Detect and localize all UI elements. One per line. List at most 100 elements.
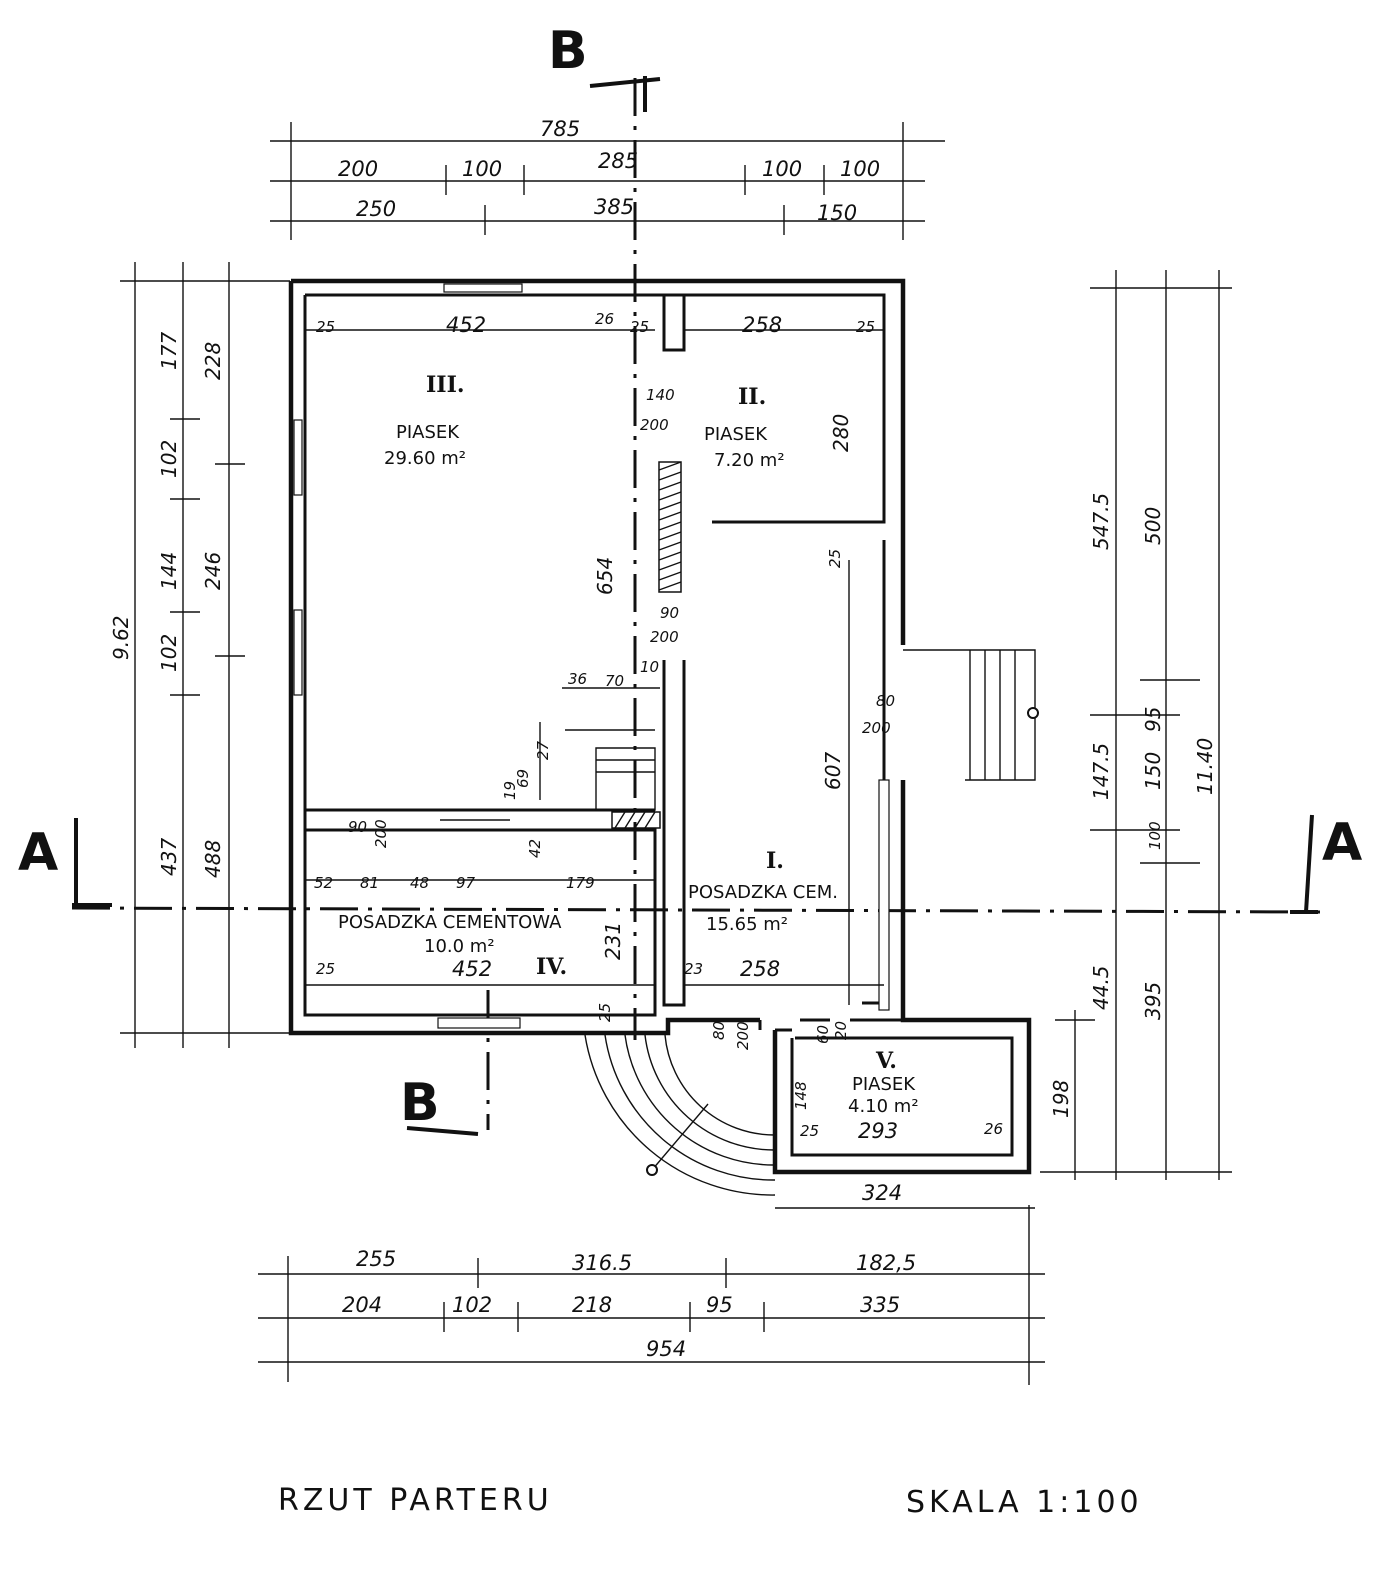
dim-top-100b: 100: [762, 157, 802, 181]
dim-left-102a: 102: [157, 440, 181, 478]
dim-bottom-255: 255: [356, 1247, 396, 1271]
section-a-right-label: A: [1322, 813, 1362, 873]
dim-in-200c: 200: [862, 719, 891, 737]
dim-in-70: 70: [605, 672, 624, 690]
dim-top-285: 285: [598, 149, 638, 173]
dim-left-144: 144: [157, 552, 181, 590]
dim-bottom-324: 324: [862, 1181, 902, 1205]
dim-in-52: 52: [314, 874, 333, 892]
dim-in-60: 60: [814, 1025, 832, 1044]
inner-dimensions: 25 452 26 25 258 25 140 200 654 280 25 9…: [314, 310, 1003, 1143]
dim-right-547-5: 547.5: [1089, 493, 1113, 550]
dim-left-246: 246: [201, 552, 225, 590]
section-b-line: B B: [400, 21, 661, 1136]
dim-bottom-total: 954: [646, 1337, 686, 1361]
dim-in-280: 280: [829, 414, 853, 452]
dim-in-200a: 200: [640, 416, 669, 434]
room-4-area: 10.0 m²: [424, 936, 495, 957]
dim-in-258: 258: [742, 313, 782, 337]
dim-right-150: 150: [1141, 752, 1165, 790]
dim-in-25e: 25: [316, 960, 335, 978]
dim-top-150: 150: [817, 201, 857, 225]
dim-right-95: 95: [1141, 707, 1165, 732]
dim-in-452: 452: [446, 313, 486, 337]
dim-left-total: 9.62: [109, 615, 133, 660]
room-3-number: III.: [426, 372, 465, 398]
dim-bottom-182-5: 182,5: [856, 1251, 916, 1275]
dim-bottom-335: 335: [860, 1293, 900, 1317]
dim-bottom-204: 204: [342, 1293, 382, 1317]
dim-in-36: 36: [568, 670, 587, 688]
room-1-number: I.: [766, 848, 784, 874]
title-block: RZUT PARTERU SKALA 1:100: [278, 1483, 1143, 1520]
room-1-material: POSADZKA CEM.: [688, 882, 838, 903]
dim-in-23: 23: [684, 960, 703, 978]
dim-left-177: 177: [157, 332, 181, 370]
walls: [288, 278, 1039, 1196]
room-4-material: POSADZKA CEMENTOWA: [338, 912, 562, 933]
plan-scale: SKALA 1:100: [906, 1485, 1143, 1520]
room-1-area: 15.65 m²: [706, 914, 788, 935]
dim-in-25a: 25: [316, 318, 335, 336]
dim-top-200: 200: [338, 157, 378, 181]
dim-bottom-218: 218: [572, 1293, 612, 1317]
dim-top-385: 385: [594, 195, 634, 219]
dim-top-100c: 100: [840, 157, 880, 181]
dim-in-25f: 25: [596, 1003, 614, 1022]
dim-in-90b: 90: [348, 818, 367, 836]
section-b-top-label: B: [548, 21, 588, 81]
section-b-bottom-label: B: [400, 1073, 440, 1133]
room-labels: III. PIASEK 29.60 m² II. PIASEK 7.20 m² …: [338, 372, 919, 1117]
dim-in-81: 81: [360, 874, 379, 892]
dim-in-25b: 25: [630, 318, 649, 336]
room-5-material: PIASEK: [852, 1074, 916, 1095]
dim-right-395: 395: [1141, 982, 1165, 1020]
dim-in-26b: 26: [984, 1120, 1003, 1138]
dim-in-80a: 80: [876, 692, 895, 710]
dim-in-90a: 90: [660, 604, 679, 622]
dim-right-100: 100: [1146, 821, 1164, 850]
dim-right-198: 198: [1049, 1080, 1073, 1118]
plan-title: RZUT PARTERU: [278, 1483, 553, 1518]
dim-in-452b: 452: [452, 957, 492, 981]
dim-in-10: 10: [640, 658, 659, 676]
dim-top-250: 250: [356, 197, 396, 221]
section-a-line: A A: [18, 813, 1362, 914]
dim-in-19: 19: [501, 781, 519, 800]
room-3-area: 29.60 m²: [384, 448, 466, 469]
dim-in-140: 140: [646, 386, 675, 404]
dim-bottom-316-5: 316.5: [572, 1251, 632, 1275]
dim-in-80b: 80: [710, 1021, 728, 1040]
dim-bottom-102: 102: [452, 1293, 492, 1317]
dim-top-100a: 100: [462, 157, 502, 181]
dim-in-200e: 200: [734, 1021, 752, 1050]
top-dimensions: 785 200 100 285 100 100 250 385 150: [270, 117, 945, 240]
dim-in-42: 42: [526, 839, 544, 858]
dim-in-200d: 200: [372, 819, 390, 848]
dim-in-48: 48: [410, 874, 429, 892]
section-a-left-label: A: [18, 823, 58, 883]
room-4-number: IV.: [536, 954, 567, 980]
dim-in-293: 293: [858, 1119, 898, 1143]
dim-in-258b: 258: [740, 957, 780, 981]
right-dimensions: 547.5 147.5 44.5 500 95 150 100 395 11.4…: [1040, 270, 1232, 1180]
dim-top-total: 785: [540, 117, 580, 141]
dim-left-437: 437: [157, 838, 181, 876]
dim-in-179: 179: [566, 874, 595, 892]
dim-bottom-95: 95: [706, 1293, 733, 1317]
dim-in-654: 654: [593, 557, 617, 595]
dim-left-102b: 102: [157, 634, 181, 672]
dim-in-25g: 25: [800, 1122, 819, 1140]
dim-in-200b: 200: [650, 628, 679, 646]
dim-in-69: 69: [514, 769, 532, 788]
dim-in-231: 231: [601, 922, 625, 960]
left-dimensions: 9.62 177 102 144 102 437 228 246 488: [109, 262, 290, 1048]
room-5-number: V.: [875, 1048, 897, 1074]
bottom-dimensions: 255 316.5 182,5 204 102 218 95 335 954 3…: [258, 1181, 1045, 1385]
dim-in-27: 27: [534, 740, 552, 760]
dim-left-228: 228: [201, 342, 225, 380]
dim-right-147-5: 147.5: [1089, 743, 1113, 800]
dim-in-607: 607: [821, 752, 845, 790]
dim-in-148: 148: [792, 1081, 810, 1110]
